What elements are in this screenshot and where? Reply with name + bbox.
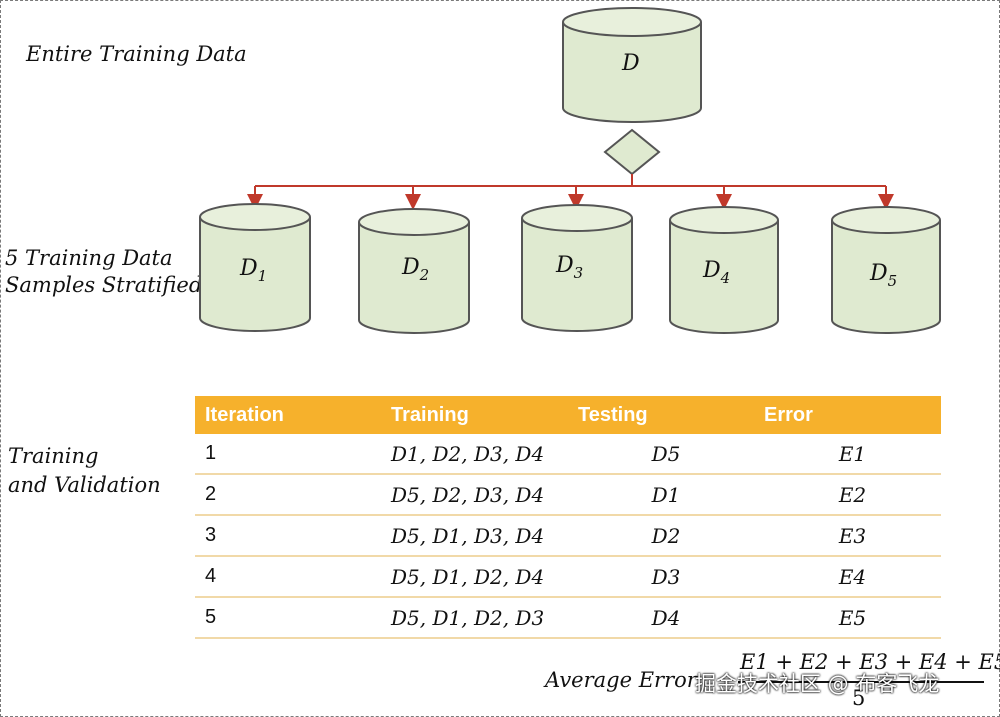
table-row: 5 D5, D1, D2, D3 D4 E5 [195,597,941,639]
sample-label-3: D [555,253,574,278]
cross-validation-table: Iteration Training Testing Error 1 D1, D… [195,396,941,639]
entire-training-data-label: Entire Training Data [26,42,247,66]
table-row: 1 D1, D2, D3, D4 D5 E1 [195,434,941,475]
error-cell: E5 [754,597,941,639]
table-row: 2 D5, D2, D3, D4 D1 E2 [195,474,941,516]
header-testing: Testing [568,396,754,434]
training-cell: D5, D1, D3, D4 [381,515,568,557]
split-diamond [603,128,661,176]
svg-text:D4: D4 [702,258,730,287]
samples-label-line1: 5 Training Data [5,246,173,270]
testing-cell: D3 [568,556,754,598]
average-error-numerator: E1 + E2 + E3 + E4 + E5 [740,650,1000,674]
svg-text:D5: D5 [869,261,897,290]
sample-cylinder-4: D4 [669,206,779,334]
root-dataset-cylinder: D [562,7,702,123]
split-arrows [247,174,894,210]
root-dataset-label: D [621,51,640,76]
svg-text:D1: D1 [239,256,267,285]
testing-cell: D5 [568,434,754,475]
sample-sub-5: 5 [888,272,898,290]
sample-sub-1: 1 [258,267,268,285]
iteration-cell: 3 [195,515,381,557]
iteration-cell: 5 [195,597,381,639]
training-validation-label-line1: Training [8,444,99,468]
sample-label-5: D [869,261,888,286]
table-row: 4 D5, D1, D2, D4 D3 E4 [195,556,941,598]
error-cell: E3 [754,515,941,557]
fraction-bar [738,681,984,683]
sample-label-2: D [401,255,420,280]
svg-text:D2: D2 [401,255,429,284]
error-cell: E4 [754,556,941,598]
sample-cylinder-5: D5 [831,206,941,334]
iteration-cell: 2 [195,474,381,516]
sample-sub-3: 3 [574,264,584,282]
training-cell: D5, D1, D2, D4 [381,556,568,598]
iteration-cell: 1 [195,434,381,475]
testing-cell: D1 [568,474,754,516]
sample-cylinder-2: D2 [358,208,470,334]
training-cell: D5, D2, D3, D4 [381,474,568,516]
header-iteration: Iteration [195,396,381,434]
watermark: 掘金技术社区 @ 布客飞龙 [695,672,940,696]
sample-label-4: D [702,258,721,283]
iteration-cell: 4 [195,556,381,598]
svg-text:D3: D3 [555,253,583,282]
header-training: Training [381,396,568,434]
error-cell: E2 [754,474,941,516]
average-error-label: Average Error [545,668,697,692]
testing-cell: D2 [568,515,754,557]
sample-sub-2: 2 [419,266,430,284]
training-cell: D1, D2, D3, D4 [381,434,568,475]
sample-sub-4: 4 [720,269,731,287]
average-error-denominator: 5 [852,686,866,710]
sample-label-1: D [239,256,258,281]
error-cell: E1 [754,434,941,475]
sample-cylinder-3: D3 [521,204,633,332]
sample-cylinder-1: D1 [199,203,311,332]
training-cell: D5, D1, D2, D3 [381,597,568,639]
testing-cell: D4 [568,597,754,639]
training-validation-label-line2: and Validation [8,473,161,497]
table-row: 3 D5, D1, D3, D4 D2 E3 [195,515,941,557]
stratified-sampling-diagram: D D1 D2 D3 D4 D5 [199,7,941,334]
table-header-row: Iteration Training Testing Error [195,396,941,434]
header-error: Error [754,396,941,434]
samples-label-line2: Samples Stratified [5,273,203,297]
